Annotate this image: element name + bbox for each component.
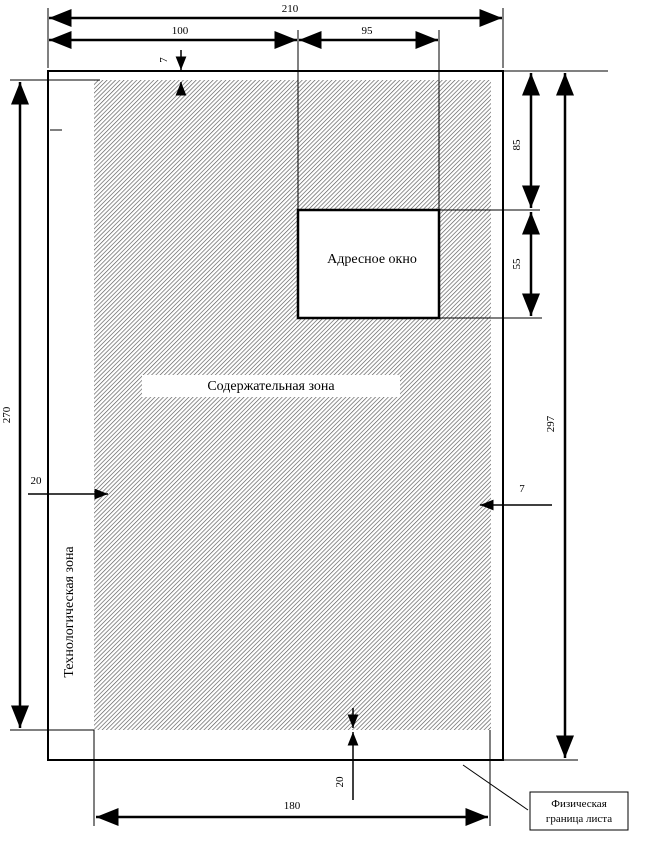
dim-top-7-label: 7 — [158, 57, 170, 63]
callout-text-2: граница листа — [546, 813, 612, 825]
callout-text-1: Физическая — [551, 798, 607, 810]
content-zone-area — [94, 80, 491, 730]
dim-180-label: 180 — [284, 800, 301, 812]
content-zone-label: Содержательная зона — [207, 379, 335, 394]
dim-297-label: 297 — [545, 415, 557, 432]
content-zone-label-bg — [142, 375, 400, 397]
address-window — [296, 208, 441, 320]
dim-95-label: 95 — [362, 25, 374, 37]
dim-left-20-label: 20 — [31, 475, 43, 487]
dim-210-label: 210 — [282, 3, 299, 15]
dim-right-7-label: 7 — [519, 483, 525, 495]
callout-box — [529, 791, 629, 831]
tech-zone-label: Технологическая зона — [62, 546, 77, 678]
dim-55-label: 55 — [511, 258, 523, 270]
address-window-label: Адресное окно — [327, 252, 417, 267]
tech-zone-area — [49, 80, 94, 730]
dim-100-label: 100 — [172, 25, 189, 37]
dim-bottom-20-label: 20 — [334, 776, 346, 788]
dim-270-label: 270 — [1, 406, 13, 423]
dim-85-label: 85 — [511, 139, 523, 151]
callout-leader — [462, 764, 529, 811]
